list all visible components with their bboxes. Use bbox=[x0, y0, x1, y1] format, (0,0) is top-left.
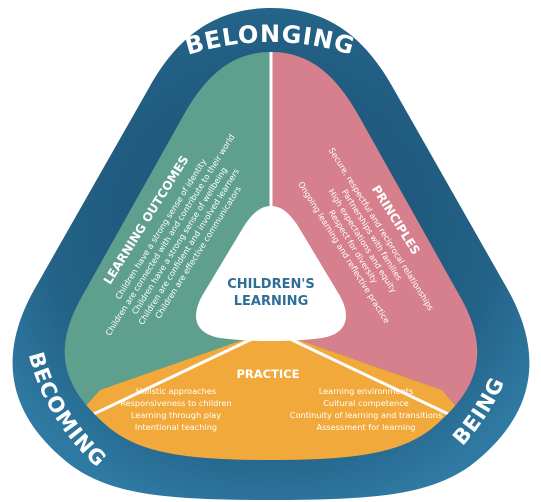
practice-item-left: Holistic approaches bbox=[136, 386, 216, 396]
practice-title: PRACTICE bbox=[236, 367, 299, 381]
practice-block: PRACTICE Holistic approaches Responsiven… bbox=[120, 367, 442, 432]
practice-item-right: Learning environments bbox=[319, 386, 414, 396]
center-label-line1: CHILDREN'S bbox=[227, 277, 314, 292]
learning-outcomes-sector bbox=[64, 52, 271, 460]
principles-sector bbox=[271, 52, 478, 460]
practice-item-left: Responsiveness to children bbox=[120, 398, 231, 408]
practice-item-right: Cultural competence bbox=[323, 398, 409, 408]
practice-item-right: Assessment for learning bbox=[317, 422, 416, 432]
divider-right bbox=[270, 328, 478, 432]
practice-item-left: Intentional teaching bbox=[135, 422, 217, 432]
practice-item-right: Continuity of learning and transitions bbox=[290, 410, 443, 420]
divider-left bbox=[64, 328, 272, 432]
practice-item-left: Learning through play bbox=[131, 410, 221, 420]
center-label-line2: LEARNING bbox=[234, 294, 309, 309]
center-triangle bbox=[196, 206, 346, 341]
